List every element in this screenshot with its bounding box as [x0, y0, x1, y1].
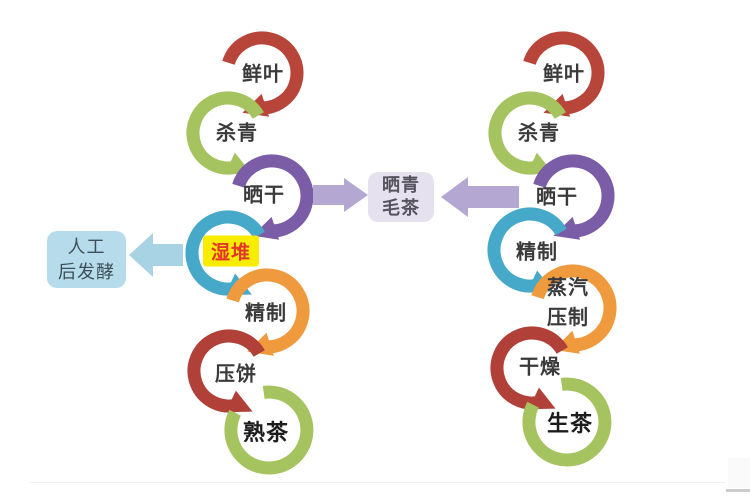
flow-arrowhead-left-5 [225, 390, 253, 413]
flow-arc-left-3 [185, 210, 265, 296]
side-box-line1: 人工 [67, 236, 106, 257]
sun-dried-rough-tea-box: 晒青 毛茶 [368, 172, 434, 222]
flow-arc-right-2 [533, 154, 615, 238]
step-label-refine-right: 精制 [516, 241, 558, 264]
corner-artifact-line [726, 489, 750, 492]
step-label-steam-press: 蒸汽 压制 [547, 273, 589, 333]
step-label-sun-dry-right: 晒干 [536, 186, 578, 209]
step-label-steam-press-line1: 蒸汽 [547, 277, 589, 299]
step-label-drying: 干燥 [519, 356, 561, 379]
flow-arc-right-0 [523, 31, 605, 115]
step-label-press-cake: 压饼 [215, 363, 257, 386]
side-box-line2: 后发酵 [58, 261, 115, 282]
flow-arc-left-2 [232, 154, 314, 238]
step-label-raw-tea: 生茶 [546, 411, 594, 436]
step-label-kill-green-left: 杀青 [216, 122, 258, 145]
step-label-kill-green-right: 杀青 [518, 122, 560, 145]
flow-arc-left-5 [187, 329, 265, 413]
flow-arc-right-5 [490, 326, 568, 410]
arrow-wet-piling-to-side-box [129, 233, 183, 277]
flow-arc-left-6 [224, 385, 314, 475]
flow-arrowhead-right-5 [528, 387, 556, 410]
flow-arc-left-4 [226, 268, 310, 354]
center-box-line1: 晒青 [382, 175, 420, 195]
arrow-right-chain-to-center-box [441, 177, 519, 217]
flow-arc-left-1 [186, 91, 264, 175]
step-label-sun-dry-left: 晒干 [243, 184, 285, 207]
flow-arc-right-1 [488, 91, 566, 175]
corner-artifact [728, 458, 750, 488]
step-label-ripe-tea: 熟茶 [242, 420, 290, 445]
step-label-wet-piling: 湿堆 [202, 235, 260, 267]
flow-arrowhead-right-2 [553, 216, 581, 240]
step-label-fresh-leaves-left: 鲜叶 [242, 63, 284, 86]
flow-arc-left-0 [222, 31, 304, 115]
page-edge-line [30, 482, 726, 483]
step-label-refine-left: 精制 [245, 302, 287, 325]
flow-arc-right-3 [487, 207, 567, 293]
step-label-steam-press-line2: 压制 [547, 307, 589, 329]
center-box-line2: 毛茶 [382, 198, 420, 218]
step-label-fresh-leaves-right: 鲜叶 [543, 63, 585, 86]
post-fermentation-box: 人工 后发酵 [47, 231, 126, 288]
arrow-left-chain-to-center-box [313, 178, 368, 212]
flow-arc-right-4 [531, 264, 617, 352]
flow-arc-right-6 [522, 377, 612, 467]
